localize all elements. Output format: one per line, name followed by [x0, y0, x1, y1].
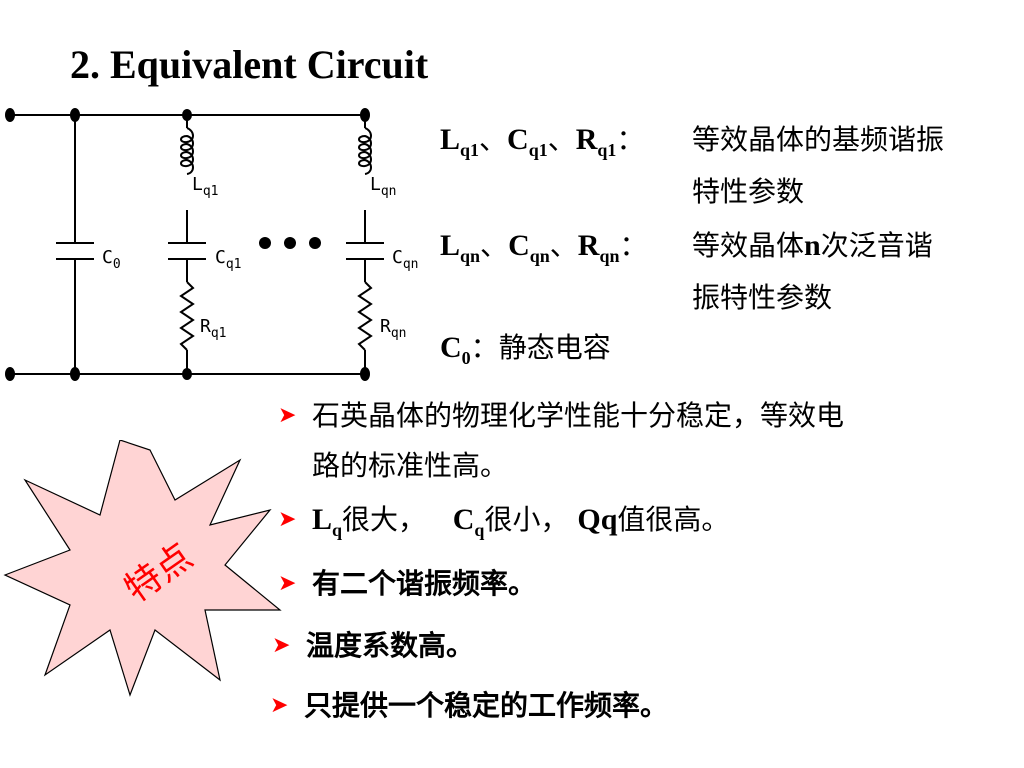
node — [360, 367, 370, 381]
lqn-label: Lqn — [370, 174, 397, 199]
ellipsis-dot — [309, 237, 321, 249]
ellipsis-dot — [284, 237, 296, 249]
slide-title: 2. Equivalent Circuit — [70, 42, 429, 87]
definition-qn-text-line2: 振特性参数 — [692, 281, 833, 314]
rq1-label: Rq1 — [200, 316, 227, 341]
node — [70, 367, 80, 381]
bullet-stability: ➤ 石英晶体的物理化学性能十分稳定，等效电 路的标准性高。 — [278, 396, 978, 486]
ellipsis-dot — [259, 237, 271, 249]
cqn-label: Cqn — [392, 247, 419, 272]
definition-q1-symbols: Lq1、Cq1、Rq1： — [440, 123, 645, 160]
c0-label: C0 — [102, 247, 121, 272]
definition-qn-text-line1: 等效晶体n次泛音谐 — [692, 229, 933, 262]
node — [182, 368, 192, 380]
arrow-bullet-icon: ➤ — [278, 507, 297, 532]
terminal-top-left — [5, 108, 15, 122]
cq1-label: Cq1 — [215, 247, 242, 272]
arrow-bullet-icon: ➤ — [272, 633, 291, 658]
arrow-bullet-icon: ➤ — [278, 403, 297, 428]
definition-q1-text-line1: 等效晶体的基频谐振 — [692, 123, 945, 156]
terminal-bottom-left — [5, 367, 15, 381]
features-starburst: 特点 — [3, 440, 282, 697]
definition-q1-text-line2: 特性参数 — [692, 175, 805, 208]
arrow-bullet-icon: ➤ — [270, 693, 289, 718]
equivalent-circuit-diagram: C0 Lq1 Cq1 Rq1 Lqn Cqn Rqn — [5, 108, 419, 381]
node — [360, 108, 370, 122]
definition-c0: C0：静态电容 — [440, 331, 611, 368]
node — [70, 108, 80, 122]
arrow-bullet-icon: ➤ — [278, 571, 297, 596]
definition-qn-symbols: Lqn、Cqn、Rqn： — [440, 229, 648, 266]
lq1-label: Lq1 — [192, 174, 219, 199]
rqn-label: Rqn — [380, 316, 407, 341]
node — [182, 109, 192, 121]
